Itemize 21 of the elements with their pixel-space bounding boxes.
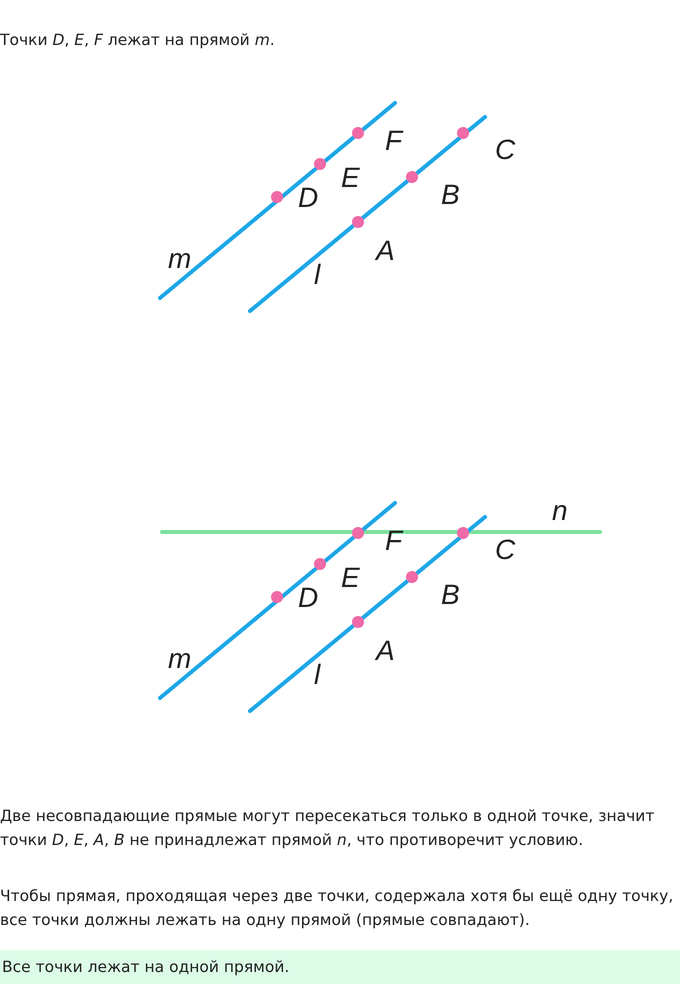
point-label: C: [495, 135, 516, 165]
line-label: m: [168, 644, 192, 674]
point-label: E: [341, 163, 360, 193]
point-label: A: [376, 636, 395, 666]
point-label: A: [376, 236, 395, 266]
line-label: l: [314, 660, 320, 690]
point-label: F: [385, 126, 402, 156]
answer-box: Все точки лежат на одной прямой.: [0, 950, 680, 984]
point-label: D: [298, 583, 318, 613]
paragraph-text: Точки D, E, F лежат на прямой m.: [0, 30, 276, 51]
paragraph-text: Две несовпадающие прямые могут пересекаться только в одной точке, значит точки D, E, A, B не принадлежат прямой n, что противоречит условию.: [0, 806, 656, 851]
line-label: n: [552, 496, 568, 526]
point-label: B: [441, 580, 460, 610]
point-label: B: [441, 180, 460, 210]
point-label: F: [385, 526, 402, 556]
paragraph-text: Чтобы прямая, проходящая через две точки, содержала хотя бы ещё одну точку, все точки должны лежать на одну прямой (прямые совпадают).: [0, 886, 674, 931]
point-label: D: [298, 183, 318, 213]
line-label: m: [168, 244, 192, 274]
point-label: C: [495, 535, 516, 565]
line-label: l: [314, 260, 320, 290]
point-label: E: [341, 563, 360, 593]
